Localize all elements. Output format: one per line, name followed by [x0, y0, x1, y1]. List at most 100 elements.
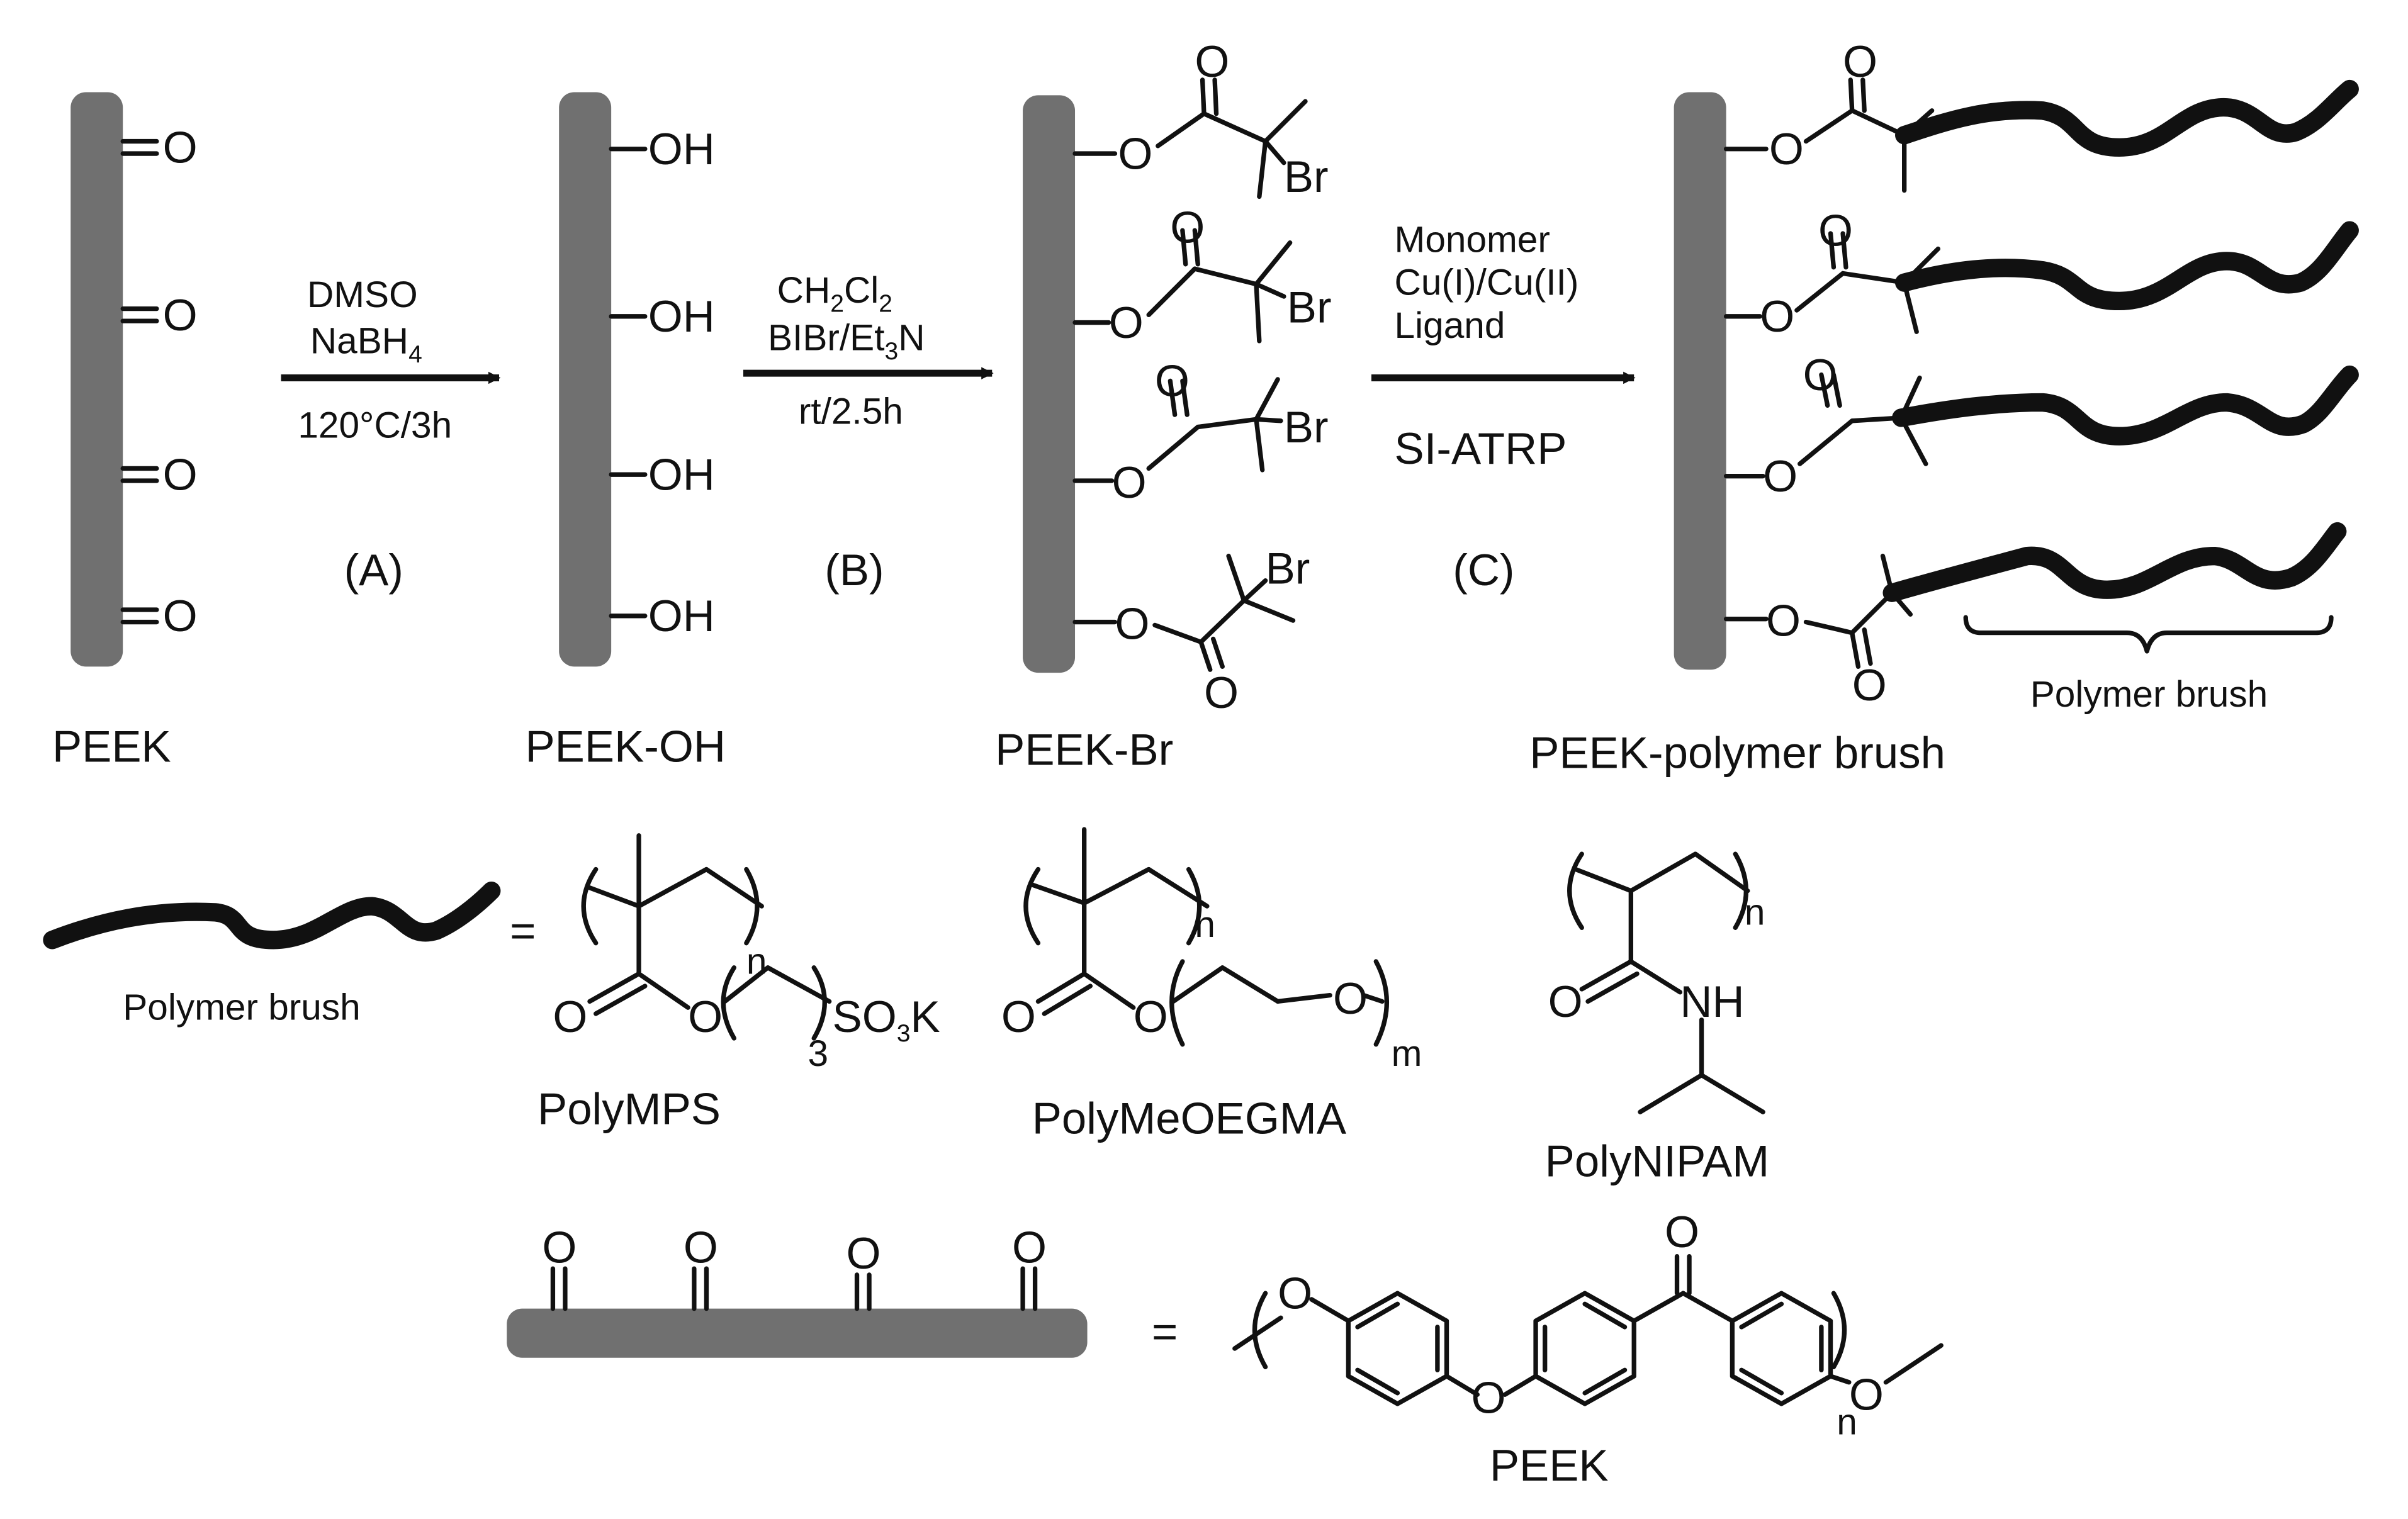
polynipam-name: PolyNIPAM	[1545, 1136, 1769, 1186]
peek-br-surface-icon	[1023, 95, 1076, 673]
stage-label-peek-oh: PEEK-OH	[525, 722, 725, 771]
stage-label-peek-br: PEEK-Br	[995, 725, 1173, 775]
polymeoegma-ether-o: O	[1333, 973, 1368, 1023]
ester-co-3: O	[1155, 356, 1190, 406]
polymeoegma-ester-o: O	[1134, 992, 1168, 1041]
carbonyl-bonds	[120, 138, 159, 625]
peek-surface-icon	[70, 92, 123, 667]
hydroxyl-bonds	[609, 147, 648, 619]
carbonyl-o-3: O	[163, 450, 198, 500]
polymps-sulfonate: SO3K	[833, 992, 940, 1047]
polymps-carbonyl-o: O	[553, 992, 587, 1041]
step-c-monomer: Monomer	[1395, 219, 1550, 260]
step-a-reagent: NaBH4	[310, 320, 422, 368]
step-b-label: (B)	[824, 545, 884, 595]
peek-repeat: n	[1837, 1402, 1857, 1443]
step-c-catalyst: Cu(I)/Cu(II)	[1395, 262, 1579, 303]
step-a: DMSO NaBH4 120°C/3h (A)	[281, 274, 501, 595]
brush-ester-co-4: O	[1852, 660, 1887, 710]
peek-substrate-legend: O O O O =	[507, 1207, 1944, 1490]
brace-icon	[1963, 615, 2334, 654]
step-a-conditions: 120°C/3h	[298, 405, 452, 446]
peek-ether-o-1: O	[1278, 1269, 1312, 1318]
brush-ester-co-3: O	[1803, 350, 1838, 400]
peek-ether-o-3: O	[1849, 1370, 1884, 1420]
ester-co-4: O	[1204, 668, 1239, 717]
brush-legend: Polymer brush =	[43, 882, 536, 1028]
hydroxyl-4: OH	[648, 591, 715, 641]
peek-brush-surface-icon	[1674, 92, 1726, 670]
step-a-label: (A)	[344, 545, 403, 595]
step-c-label: (C)	[1453, 545, 1514, 595]
peek-ether-o-2: O	[1471, 1373, 1506, 1423]
polymps-name: PolyMPS	[537, 1084, 721, 1134]
brush-ester-o-3: O	[1763, 451, 1798, 501]
polynipam-amide-nh: NH	[1680, 977, 1744, 1026]
peek-structure-name: PEEK	[1490, 1440, 1609, 1490]
peek-ketone-o: O	[1665, 1207, 1699, 1257]
ester-o-4: O	[1115, 598, 1149, 648]
step-c: Monomer Cu(I)/Cu(II) Ligand SI-ATRP (C)	[1371, 219, 1636, 595]
brush-legend-label: Polymer brush	[123, 987, 360, 1028]
substrate-carbonyl-o-2: O	[684, 1222, 718, 1272]
peek-br-group: O O Br O O Br O O Br O O Br PEEK-Br	[995, 36, 1331, 775]
equals-sign: =	[510, 906, 536, 956]
hydroxyl-1: OH	[648, 124, 715, 174]
polymeoegma-repeat-m: m	[1392, 1033, 1422, 1074]
carbonyl-o-1: O	[163, 123, 198, 172]
polymeoegma-repeat-n: n	[1195, 904, 1215, 945]
brush-ester-o-2: O	[1760, 291, 1794, 341]
stage-label-peek: PEEK	[52, 722, 171, 771]
polymeoegma-carbonyl-o: O	[1001, 992, 1036, 1041]
brush-ester-o-4: O	[1766, 596, 1801, 646]
brush-chain-icon	[1895, 221, 2359, 311]
peek-oh-surface-icon	[559, 92, 612, 667]
step-b-conditions: rt/2.5h	[799, 391, 903, 432]
substrate-carbonyl-o-4: O	[1012, 1222, 1047, 1272]
step-b-reagent: BIBr/Et3N	[768, 318, 925, 366]
bromine-4: Br	[1266, 544, 1310, 593]
polynipam-repeat: n	[1745, 892, 1765, 933]
peek-oh-group: OH OH OH OH PEEK-OH	[525, 92, 726, 771]
brush-chain-icon	[1895, 79, 2359, 157]
substrate-carbonyl-o-1: O	[542, 1222, 577, 1272]
step-b-solvent: CH2Cl2	[777, 270, 892, 318]
hydroxyl-2: OH	[648, 291, 715, 341]
hydroxyl-3: OH	[648, 450, 715, 500]
ester-co-1: O	[1195, 36, 1229, 86]
stage-label-peek-brush: PEEK-polymer brush	[1529, 727, 1945, 777]
step-c-method: SI-ATRP	[1395, 423, 1567, 473]
initiator-bonds	[1072, 77, 1308, 672]
step-c-ligand: Ligand	[1395, 305, 1505, 346]
peek-brush-group: O O O O O O O O Polymer brush PEEK-polym…	[1529, 36, 2359, 777]
brush-chain-icon	[1892, 365, 2359, 446]
polymeoegma-structure: n O O O m PolyMeOEGMA	[1001, 827, 1422, 1143]
ester-co-2: O	[1170, 203, 1205, 252]
polymps-spacer: 3	[807, 1033, 828, 1074]
ester-o-3: O	[1112, 457, 1147, 507]
ester-o-1: O	[1118, 128, 1152, 178]
polynipam-structure: n O NH PolyNIPAM	[1545, 851, 1769, 1186]
bromine-1: Br	[1284, 152, 1329, 201]
polynipam-carbonyl-o: O	[1548, 977, 1583, 1026]
brush-ester-o-1: O	[1769, 124, 1804, 174]
brush-ester-co-2: O	[1818, 206, 1853, 255]
polymps-ester-o: O	[688, 992, 723, 1041]
polymps-structure: n O O 3 SO3K PolyMPS	[537, 833, 940, 1134]
polymeoegma-name: PolyMeOEGMA	[1032, 1093, 1347, 1143]
peek-group: O O O O PEEK	[52, 92, 198, 771]
carbonyl-o-4: O	[163, 591, 198, 641]
carbonyl-o-2: O	[163, 290, 198, 340]
step-a-solvent: DMSO	[307, 274, 418, 315]
polymps-repeat: n	[746, 941, 767, 982]
step-b: CH2Cl2 BIBr/Et3N rt/2.5h (B)	[743, 270, 994, 595]
peek-substrate-icon	[507, 1308, 1088, 1358]
ester-o-2: O	[1109, 298, 1144, 347]
substrate-carbonyl-o-3: O	[846, 1228, 880, 1278]
brush-legend-icon	[43, 882, 501, 950]
equals-sign-peek: =	[1152, 1307, 1178, 1357]
brush-caption: Polymer brush	[2030, 674, 2268, 715]
bromine-3: Br	[1284, 402, 1329, 452]
bromine-2: Br	[1287, 283, 1332, 332]
